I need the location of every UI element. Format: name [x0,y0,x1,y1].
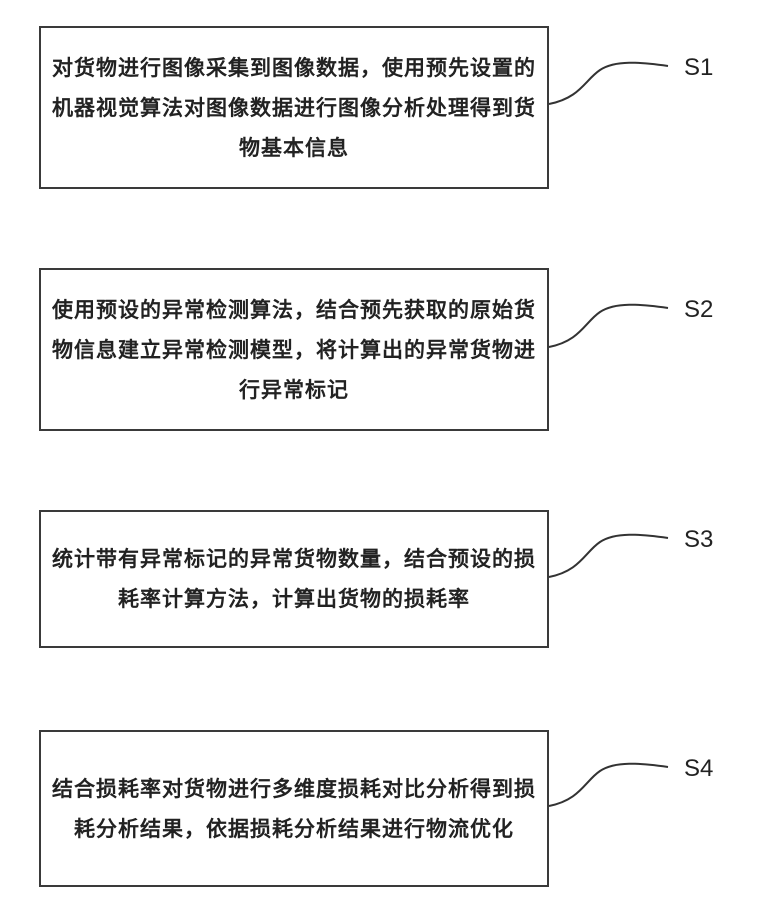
connector-s3 [549,535,668,577]
step-text-s4: 结合损耗率对货物进行多维度损耗对比分析得到损耗分析结果，依据损耗分析结果进行物流… [41,769,547,849]
step-label-s3: S3 [684,526,713,554]
step-box-s3: 统计带有异常标记的异常货物数量，结合预设的损耗率计算方法，计算出货物的损耗率 [39,510,549,648]
step-label-s1: S1 [684,54,713,82]
step-text-s1: 对货物进行图像采集到图像数据，使用预先设置的机器视觉算法对图像数据进行图像分析处… [41,48,547,168]
step-text-s2: 使用预设的异常检测算法，结合预先获取的原始货物信息建立异常检测模型，将计算出的异… [41,290,547,410]
step-box-s4: 结合损耗率对货物进行多维度损耗对比分析得到损耗分析结果，依据损耗分析结果进行物流… [39,730,549,887]
step-box-s2: 使用预设的异常检测算法，结合预先获取的原始货物信息建立异常检测模型，将计算出的异… [39,268,549,431]
step-label-s4: S4 [684,755,713,783]
connector-s4 [549,764,668,806]
step-box-s1: 对货物进行图像采集到图像数据，使用预先设置的机器视觉算法对图像数据进行图像分析处… [39,26,549,189]
connector-s1 [549,63,668,104]
step-label-s2: S2 [684,296,713,324]
connector-s2 [549,305,668,347]
step-text-s3: 统计带有异常标记的异常货物数量，结合预设的损耗率计算方法，计算出货物的损耗率 [41,539,547,619]
